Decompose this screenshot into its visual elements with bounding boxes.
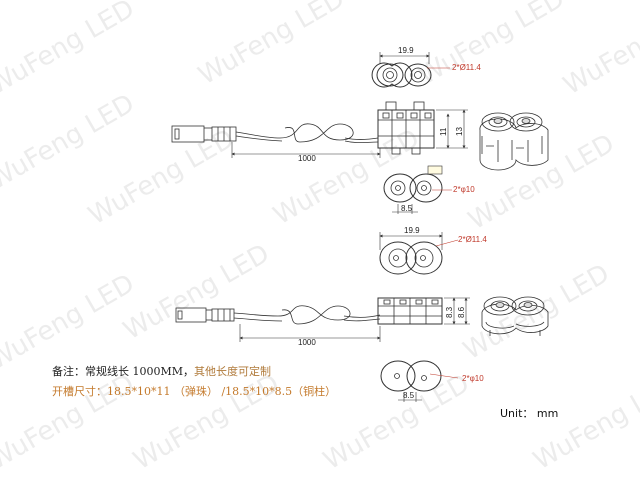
bottom-housing-bottom-view (380, 360, 442, 392)
notes-line-1-standard: 备注：常规线长 1000MM， (52, 365, 195, 378)
watermark-6: WuFeng LED (84, 124, 240, 231)
watermark-2: WuFeng LED (194, 0, 350, 91)
notes-line-1-custom: 其他长度可定制 (194, 365, 272, 378)
notes-line-1: 备注：常规线长 1000MM，其他长度可定制 (52, 362, 336, 382)
notes-block: 备注：常规线长 1000MM，其他长度可定制 开槽尺寸：18.5*10*11 （… (52, 362, 336, 402)
bottom-dim-mount-hole: 2*φ10 (462, 374, 484, 383)
top-housing-bottom-view (383, 165, 443, 203)
top-dim-height-2: 13 (455, 127, 464, 136)
watermark-10: WuFeng LED (119, 239, 275, 346)
bottom-dim-width: 19.9 (404, 226, 420, 235)
top-dim-hole-diameter: 2*Ø11.4 (452, 63, 481, 72)
bottom-dim-height-1: 8.3 (445, 306, 454, 318)
bottom-assembly (175, 232, 549, 402)
top-3d-render (479, 112, 549, 171)
watermark-1: WuFeng LED (0, 0, 140, 101)
bottom-housing-side-view (377, 297, 443, 325)
watermark-4: WuFeng LED (559, 0, 640, 101)
top-dim-height-1: 11 (439, 127, 448, 136)
watermark-15: WuFeng LED (529, 369, 640, 476)
watermark-14: WuFeng LED (319, 369, 475, 476)
bottom-dim-pitch: 8.5 (403, 391, 415, 400)
top-dim-cable-length: 1000 (298, 154, 316, 163)
bottom-dimension-labels: 19.9 2*Ø11.4 1000 8.3 8.6 2*φ10 8.5 (298, 226, 487, 400)
top-dim-width: 19.9 (398, 46, 414, 55)
watermark-7: WuFeng LED (269, 124, 425, 231)
top-dim-mount-hole: 2*φ10 (453, 185, 475, 194)
watermark-5: WuFeng LED (0, 89, 140, 196)
top-housing-side-view (377, 101, 435, 155)
top-assembly (171, 52, 549, 214)
top-cable (235, 123, 379, 144)
top-dimension-labels: 19.9 2*Ø11.4 1000 11 13 2*φ10 8.5 (298, 46, 481, 213)
top-dim-pitch: 8.5 (401, 204, 413, 213)
notes-line-2: 开槽尺寸：18.5*10*11 （弹珠） /18.5*10*8.5（铜柱） (52, 385, 337, 398)
bottom-dim-height-2: 8.6 (457, 306, 466, 318)
bottom-3d-render (481, 296, 549, 336)
bottom-housing-top-view (379, 241, 443, 275)
bottom-connector-plug (175, 307, 235, 323)
top-housing-top-view (371, 62, 432, 88)
top-connector-plug (171, 125, 237, 143)
bottom-cable (233, 305, 381, 325)
bottom-dim-cable-length: 1000 (298, 338, 316, 347)
watermark-8: WuFeng LED (464, 129, 620, 236)
unit-label: Unit： mm (500, 407, 559, 420)
watermark-3: WuFeng LED (414, 0, 570, 91)
bottom-dim-hole-diameter: 2*Ø11.4 (458, 235, 487, 244)
